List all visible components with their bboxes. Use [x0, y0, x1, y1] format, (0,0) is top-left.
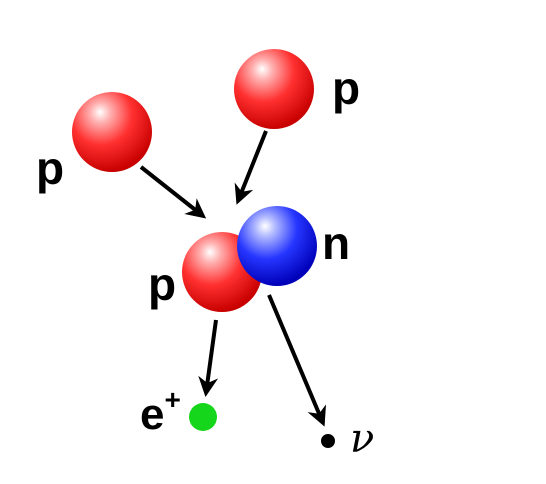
arrow-proton-left — [139, 165, 207, 219]
proton-left — [72, 92, 152, 172]
positron-label-charge: + — [164, 384, 180, 415]
proton-left-label: p — [36, 142, 64, 194]
neutron-label: n — [322, 217, 350, 269]
proton-bound-label: p — [148, 258, 176, 310]
arrow-positron — [198, 319, 219, 397]
positron-label: e+ — [140, 384, 181, 439]
positron — [189, 403, 217, 431]
arrow-proton-top — [234, 130, 268, 205]
neutrino — [321, 434, 335, 448]
neutron — [237, 206, 317, 286]
proton-top — [234, 49, 314, 129]
positron-label-base: e — [140, 390, 164, 439]
neutrino-label: ν — [350, 416, 374, 462]
arrow-neutrino — [267, 294, 326, 427]
proton-top-label: p — [332, 62, 360, 114]
